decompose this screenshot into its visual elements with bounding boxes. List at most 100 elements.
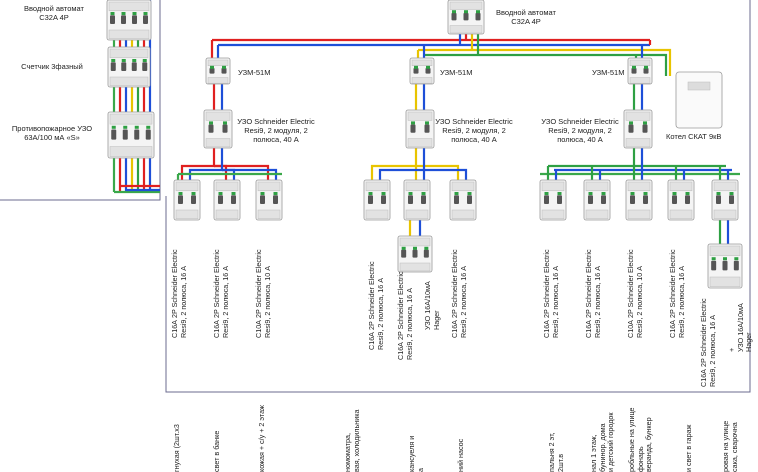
uzm-1-top	[208, 60, 228, 66]
boiler-unit	[676, 72, 722, 128]
breaker-6-bottom	[452, 210, 474, 219]
rcd-3-flag-1	[643, 121, 647, 124]
breaker-5-flag-0	[409, 192, 413, 195]
meter-flag-0	[111, 59, 115, 62]
breaker-9-flag-0	[631, 192, 635, 195]
breaker-10-flag-1	[686, 192, 690, 195]
breaker-7-handle-0	[544, 195, 549, 204]
breaker-label-6: С16А 2P Schneider Electric Resi9, 2 полю…	[451, 249, 468, 338]
breaker-6-handle-0	[454, 195, 459, 204]
breaker-7-bottom	[542, 210, 564, 219]
breaker-6-flag-1	[468, 192, 472, 195]
breaker-label-8: С16А 2P Schneider Electric Resi9, 2 полю…	[585, 249, 602, 338]
breaker-11-top	[714, 182, 736, 191]
top-main-breaker-label: Вводной автомат C32A 4P	[486, 9, 566, 27]
breaker-8-flag-0	[589, 192, 593, 195]
top-main-breaker-flag-0	[452, 10, 456, 13]
small-rcd-1-handle-2	[424, 250, 429, 258]
load-label-8: нал 1 этаж, бунинор. дома и детский горо…	[590, 412, 616, 472]
rcd-2	[406, 110, 434, 148]
rcd-1-flag-1	[223, 121, 227, 124]
small-rcd-1-handle-1	[413, 250, 418, 258]
rcd-3-handle-1	[643, 124, 648, 132]
left-main-breaker-handle-3	[143, 15, 148, 24]
breaker-6-handle-1	[467, 195, 472, 204]
small-rcd-2-top	[710, 246, 740, 256]
rcd-3-flag-0	[629, 121, 633, 124]
top-main-breaker-handle-1	[464, 13, 469, 20]
uzm-3-bottom	[630, 78, 650, 84]
breaker-label-7: С16А 2P Schneider Electric Resi9, 2 полю…	[543, 249, 560, 338]
breaker-9-handle-0	[630, 195, 635, 204]
top-main-breaker-top	[450, 2, 482, 9]
boiler-body	[676, 72, 722, 128]
fire-rcd-label: Противопожарное УЗО 63А/100 мА «S»	[2, 125, 102, 143]
breaker-4-flag-1	[382, 192, 386, 195]
small-rcd-2	[708, 244, 742, 288]
fire-rcd-handle-2	[134, 129, 139, 139]
rcd-3-bottom	[626, 139, 650, 147]
breaker-7-flag-1	[558, 192, 562, 195]
breaker-9	[626, 180, 652, 220]
breaker-11-handle-1	[729, 195, 734, 204]
breaker-9-flag-1	[644, 192, 648, 195]
wire-27	[660, 55, 666, 76]
breaker-label-4: С16А 2P Schneider Electric Resi9, 2 полю…	[368, 261, 385, 350]
meter	[108, 47, 150, 87]
breaker-1-bottom	[176, 210, 198, 219]
small-rcd-label-1: УЗО 16А/10мА Hager	[424, 281, 441, 330]
left-main-breaker-handle-1	[121, 15, 126, 24]
small-rcd-1-flag-2	[424, 247, 428, 250]
small-rcd-1-handle-0	[401, 250, 406, 258]
meter-handle-0	[111, 62, 116, 71]
left-main-breaker-flag-0	[111, 12, 115, 15]
breaker-11-flag-0	[717, 192, 721, 195]
breaker-10-handle-1	[685, 195, 690, 204]
rcd-2-handle-0	[411, 124, 416, 132]
fire-rcd-handle-3	[146, 129, 151, 139]
left-main-breaker-handle-0	[110, 15, 115, 24]
breaker-8-flag-1	[602, 192, 606, 195]
top-main-breaker	[448, 0, 484, 34]
breaker-2-top	[216, 182, 238, 191]
breaker-1-handle-1	[191, 195, 196, 204]
uzm-3-top	[630, 60, 650, 66]
uzm-3-flag-0	[632, 66, 636, 69]
breaker-9-top	[628, 182, 650, 191]
uzm-2-top	[412, 60, 432, 66]
uzm-2-bottom	[412, 78, 432, 84]
left-main-breaker-label: Вводной автомат C32A 4P	[8, 5, 100, 23]
breaker-1-top	[176, 182, 198, 191]
breaker-3-bottom	[258, 210, 280, 219]
top-main-breaker-bottom	[450, 26, 482, 33]
meter-handle-2	[132, 62, 137, 71]
load-label-4: номоматра, вая, холодильника	[344, 409, 361, 472]
breaker-10-handle-0	[672, 195, 677, 204]
breaker-3-flag-1	[274, 192, 278, 195]
left-main-breaker	[107, 0, 151, 40]
rcd-3-top	[626, 112, 650, 120]
breaker-3	[256, 180, 282, 220]
small-rcd-2-handle-0	[711, 261, 716, 271]
uzm-label-1: УЗМ-51М	[238, 69, 270, 78]
uzm-1-bottom	[208, 78, 228, 84]
small-rcd-2-flag-0	[712, 257, 716, 260]
breaker-4-handle-1	[381, 195, 386, 204]
fire-rcd-flag-1	[123, 126, 127, 129]
uzm-3	[628, 58, 652, 84]
rcd-label-1: УЗО Schneider Electric Resi9, 2 модуля, …	[236, 118, 316, 145]
wire-50	[548, 148, 634, 166]
breaker-7-handle-1	[557, 195, 562, 204]
breaker-3-top	[258, 182, 280, 191]
fire-rcd-handle-0	[111, 129, 116, 139]
breaker-4-flag-0	[369, 192, 373, 195]
uzm-1-flag-1	[222, 66, 226, 69]
meter-flag-1	[122, 59, 126, 62]
small-rcd-label-2: + УЗО 16А/10мА Hager	[728, 303, 754, 352]
small-rcd-2-handle-2	[734, 261, 739, 271]
rcd-1-top	[206, 112, 230, 120]
breaker-6-flag-0	[455, 192, 459, 195]
breaker-label-2: С16А 2P Schneider Electric Resi9, 2 полю…	[213, 249, 230, 338]
